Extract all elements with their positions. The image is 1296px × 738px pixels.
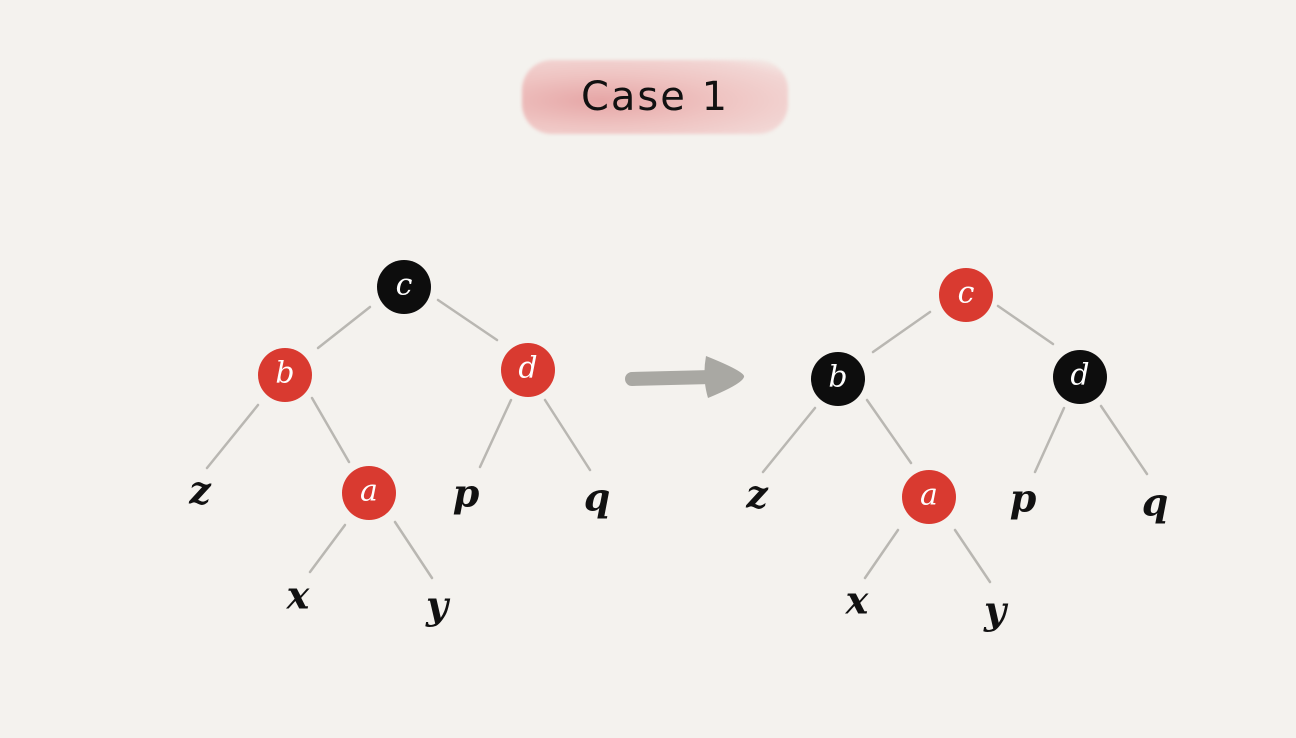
- before-tree-edges: [205, 298, 592, 580]
- edge-d-p: [478, 398, 513, 469]
- edge-c-b: [871, 310, 932, 354]
- svg-text:a: a: [360, 474, 378, 509]
- node-a: a: [342, 466, 396, 520]
- title-highlight: [522, 60, 788, 134]
- svg-text:d: d: [1070, 358, 1089, 393]
- edge-b-a: [865, 398, 913, 465]
- edge-a-y: [393, 520, 434, 580]
- edge-c-d: [436, 298, 499, 342]
- node-a: a: [902, 470, 956, 524]
- svg-text:d: d: [518, 351, 537, 386]
- leaf-x: x: [845, 578, 870, 623]
- diagram-title: Case 1: [580, 74, 730, 120]
- leaf-y: y: [983, 588, 1009, 633]
- svg-text:c: c: [396, 268, 413, 303]
- node-c: c: [377, 260, 431, 314]
- node-b: b: [811, 352, 865, 406]
- node-c: c: [939, 268, 993, 322]
- node-b: b: [258, 348, 312, 402]
- node-d: d: [501, 343, 555, 397]
- edge-b-z: [761, 406, 817, 474]
- edge-d-p: [1033, 406, 1066, 474]
- svg-text:b: b: [828, 360, 847, 395]
- leaf-x: x: [286, 573, 311, 618]
- edge-c-d: [996, 304, 1055, 346]
- edge-a-y: [953, 528, 992, 584]
- svg-text:a: a: [920, 478, 938, 513]
- leaf-z: z: [745, 472, 769, 517]
- leaf-z: z: [188, 468, 212, 513]
- edge-d-q: [1099, 404, 1149, 476]
- edge-b-z: [205, 403, 260, 470]
- node-d: d: [1053, 350, 1107, 404]
- leaf-p: p: [453, 471, 480, 516]
- edge-a-x: [863, 528, 900, 580]
- leaf-q: q: [584, 475, 611, 520]
- leaf-p: p: [1010, 476, 1037, 521]
- edge-c-b: [316, 305, 372, 350]
- after-tree-edges: [761, 304, 1149, 584]
- svg-text:b: b: [275, 356, 294, 391]
- after-tree: c b d a z p q x y: [745, 268, 1168, 633]
- svg-text:c: c: [958, 276, 975, 311]
- before-tree: c b d a z p q x y: [188, 260, 610, 628]
- leaf-y: y: [425, 583, 451, 628]
- transform-arrow: [625, 356, 745, 398]
- edge-b-a: [310, 396, 351, 464]
- edge-a-x: [308, 523, 347, 574]
- leaf-q: q: [1142, 480, 1169, 525]
- edge-d-q: [543, 398, 592, 472]
